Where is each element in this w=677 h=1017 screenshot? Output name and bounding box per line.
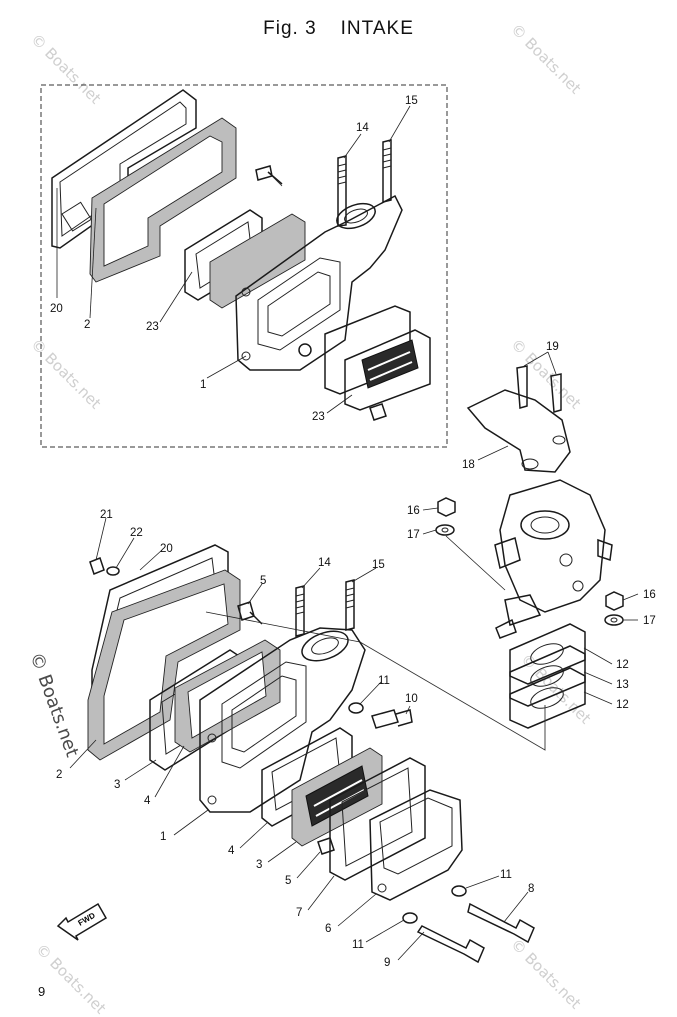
top-leaders bbox=[56, 105, 411, 414]
gasket-12-lower bbox=[509, 667, 586, 729]
callout-label: 20 bbox=[160, 543, 173, 555]
manifold-1-bottom bbox=[199, 627, 366, 813]
callout-label: 11 bbox=[500, 869, 512, 881]
callout-label: 13 bbox=[616, 679, 629, 691]
reed-gasket-top bbox=[209, 213, 306, 309]
callout-label: 10 bbox=[405, 693, 418, 705]
watermark-text: © Boats.net bbox=[507, 20, 585, 98]
manifold-1-top bbox=[235, 194, 403, 371]
callout-label: 12 bbox=[616, 699, 629, 711]
callout-label: 11 bbox=[378, 675, 390, 687]
callout-label: 2 bbox=[84, 319, 90, 331]
washer-11-a bbox=[348, 702, 364, 714]
watermark-text-dark: © Boats.net bbox=[25, 650, 82, 760]
callout-label: 23 bbox=[312, 411, 325, 423]
gasket-20-top bbox=[51, 89, 197, 249]
callout-label: 6 bbox=[325, 923, 331, 935]
callout-label: 7 bbox=[296, 907, 302, 919]
nut-16-right bbox=[605, 591, 624, 611]
bolt-8 bbox=[467, 902, 535, 944]
callout-label: 17 bbox=[407, 529, 420, 541]
page-number: 9 bbox=[38, 984, 46, 999]
callout-label: 17 bbox=[643, 615, 656, 627]
screw-top-2 bbox=[369, 403, 387, 421]
callout-label: 23 bbox=[146, 321, 159, 333]
stud-15-bottom bbox=[345, 579, 355, 631]
nut-16-left bbox=[437, 497, 456, 517]
callout-label: 15 bbox=[372, 559, 385, 571]
stud-14-bottom bbox=[295, 585, 305, 637]
reed-valve-top bbox=[344, 329, 431, 411]
callout-label: 12 bbox=[616, 659, 629, 671]
callout-label: 22 bbox=[130, 527, 143, 539]
bolt-9 bbox=[416, 925, 485, 964]
watermark-text: © Boats.net bbox=[32, 940, 110, 1017]
stud-15-top bbox=[382, 139, 392, 203]
watermark-text: © Boats.net bbox=[27, 335, 105, 413]
callout-label: 4 bbox=[228, 845, 235, 857]
callout-label: 20 bbox=[50, 303, 63, 315]
callout-label: 15 bbox=[405, 95, 418, 107]
callout-label: 3 bbox=[256, 859, 262, 871]
stud-14-top bbox=[337, 155, 347, 227]
callout-label: 1 bbox=[160, 831, 166, 843]
cover-6 bbox=[369, 789, 463, 901]
callout-label: 4 bbox=[144, 795, 151, 807]
fwd-arrow-icon bbox=[56, 902, 108, 941]
callout-label: 1 bbox=[200, 379, 206, 391]
gasket-7 bbox=[329, 757, 426, 881]
bottom-assembly: FWD bbox=[56, 544, 535, 964]
washer-22 bbox=[106, 566, 120, 576]
screw-19b bbox=[550, 373, 562, 413]
silencer-18 bbox=[466, 389, 571, 473]
section-title: INTAKE bbox=[340, 18, 414, 39]
callout-label: 14 bbox=[356, 122, 369, 134]
washer-17-left bbox=[435, 524, 455, 536]
callout-label: 18 bbox=[462, 459, 475, 471]
figure-title: Fig. 3 INTAKE bbox=[0, 18, 677, 40]
carburetor-group bbox=[359, 365, 624, 751]
bolt-10 bbox=[371, 709, 413, 729]
screw-top bbox=[255, 165, 283, 185]
callout-label: 11 bbox=[352, 939, 364, 951]
washer-17-right bbox=[604, 614, 624, 626]
dashed-group-box bbox=[40, 84, 448, 448]
washer-11-c bbox=[402, 912, 418, 924]
screw-21 bbox=[89, 557, 105, 575]
callout-label: 2 bbox=[56, 769, 62, 781]
top-assembly bbox=[51, 89, 431, 421]
gasket-12-upper bbox=[509, 623, 586, 685]
callout-label: 5 bbox=[285, 875, 291, 887]
screw-19a bbox=[516, 365, 528, 409]
callout-label: 16 bbox=[643, 589, 656, 601]
callout-label: 21 bbox=[100, 509, 113, 521]
callout-label: 9 bbox=[384, 957, 390, 969]
callout-label: 19 bbox=[546, 341, 559, 353]
callout-label: 5 bbox=[260, 575, 266, 587]
callout-label: 8 bbox=[528, 883, 534, 895]
carburetor-leaders bbox=[422, 351, 639, 705]
callout-label: 3 bbox=[114, 779, 120, 791]
callout-label: 16 bbox=[407, 505, 420, 517]
watermark-text: © Boats.net bbox=[507, 935, 585, 1013]
callout-label: 14 bbox=[318, 557, 331, 569]
washer-11-b bbox=[451, 885, 467, 897]
bolt-5-bottom bbox=[317, 837, 335, 855]
carburetor-body bbox=[499, 479, 606, 613]
bolt-5-top bbox=[237, 601, 263, 625]
bottom-leaders bbox=[69, 517, 529, 961]
figure-number: Fig. 3 bbox=[263, 18, 317, 39]
callout-labels: 20 2 23 1 23 14 15 19 18 16 17 16 17 12 … bbox=[50, 95, 656, 969]
watermark-text: © Boats.net bbox=[27, 30, 105, 108]
